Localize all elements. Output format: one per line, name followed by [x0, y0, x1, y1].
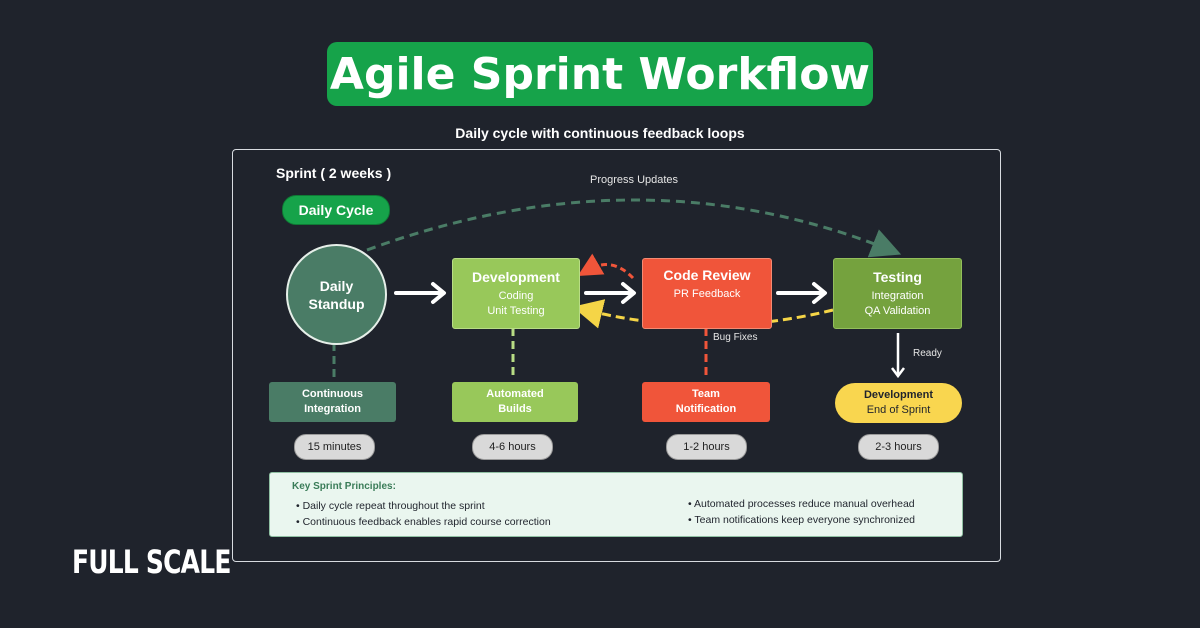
builds-line1: Automated [486, 388, 544, 400]
principles-right-list: • Automated processes reduce manual over… [688, 496, 915, 528]
bug-fixes-arrow [572, 299, 834, 329]
principles-left-list: • Daily cycle repeat throughout the spri… [296, 498, 551, 530]
progress-updates-arrow [366, 198, 902, 258]
team-notification-box: Team Notification [642, 382, 770, 422]
notification-line2: Notification [675, 403, 737, 415]
flow-arrow-standup-development [394, 282, 446, 304]
principles-heading: Key Sprint Principles: [292, 481, 396, 492]
principle-item: • Team notifications keep everyone synch… [688, 514, 916, 526]
testing-line2: QA Validation [864, 304, 931, 317]
page-title: Agile Sprint Workflow [327, 42, 873, 106]
code-review-title: Code Review [663, 267, 751, 283]
code-review-line1: PR Feedback [673, 288, 741, 300]
flow-arrow-review-testing [776, 282, 827, 304]
development-title: Development [472, 268, 560, 285]
development-stage: Development Coding Unit Testing [452, 258, 580, 329]
code-review-stage: Code Review PR Feedback [642, 258, 772, 329]
ready-label: Ready [913, 348, 942, 359]
page-subtitle: Daily cycle with continuous feedback loo… [455, 125, 745, 141]
duration-badge: 15 minutes [294, 434, 375, 460]
review-feedback-arrow [577, 253, 635, 280]
principle-item: • Continuous feedback enables rapid cour… [296, 516, 551, 528]
principle-item: • Daily cycle repeat throughout the spri… [296, 500, 485, 512]
standup-line2: Standup [308, 295, 365, 312]
principle-item: • Automated processes reduce manual over… [688, 498, 915, 510]
ci-line1: Continuous [301, 388, 364, 400]
ci-line2: Integration [304, 403, 361, 415]
duration-badge: 1-2 hours [666, 434, 747, 460]
development-line2: Unit Testing [487, 304, 545, 317]
brand-logo: FULL SCALE [72, 543, 231, 581]
sprint-label: Sprint ( 2 weeks ) [276, 165, 392, 181]
testing-title: Testing [873, 268, 922, 285]
testing-stage: Testing Integration QA Validation [833, 258, 962, 329]
testing-line1: Integration [871, 289, 924, 302]
key-principles-panel: Key Sprint Principles: • Daily cycle rep… [269, 472, 963, 537]
duration-badge: 4-6 hours [472, 434, 553, 460]
sprint-frame [232, 149, 1001, 562]
notification-line1: Team [692, 388, 720, 400]
end-line1: Development [863, 389, 934, 401]
daily-cycle-badge: Daily Cycle [282, 195, 390, 225]
standup-line1: Daily [319, 277, 354, 294]
daily-standup-node: Daily Standup [286, 244, 387, 345]
bug-fixes-label: Bug Fixes [713, 332, 758, 343]
development-line1: Coding [498, 289, 534, 302]
builds-line2: Builds [498, 403, 532, 415]
automated-builds-box: Automated Builds [452, 382, 578, 422]
end-line2: End of Sprint [866, 404, 931, 416]
end-of-sprint-box: Development End of Sprint [835, 383, 962, 423]
ready-arrow [891, 333, 905, 379]
progress-updates-label: Progress Updates [590, 174, 679, 186]
flow-arrow-development-review [584, 282, 636, 304]
duration-badge: 2-3 hours [858, 434, 939, 460]
continuous-integration-box: Continuous Integration [269, 382, 396, 422]
